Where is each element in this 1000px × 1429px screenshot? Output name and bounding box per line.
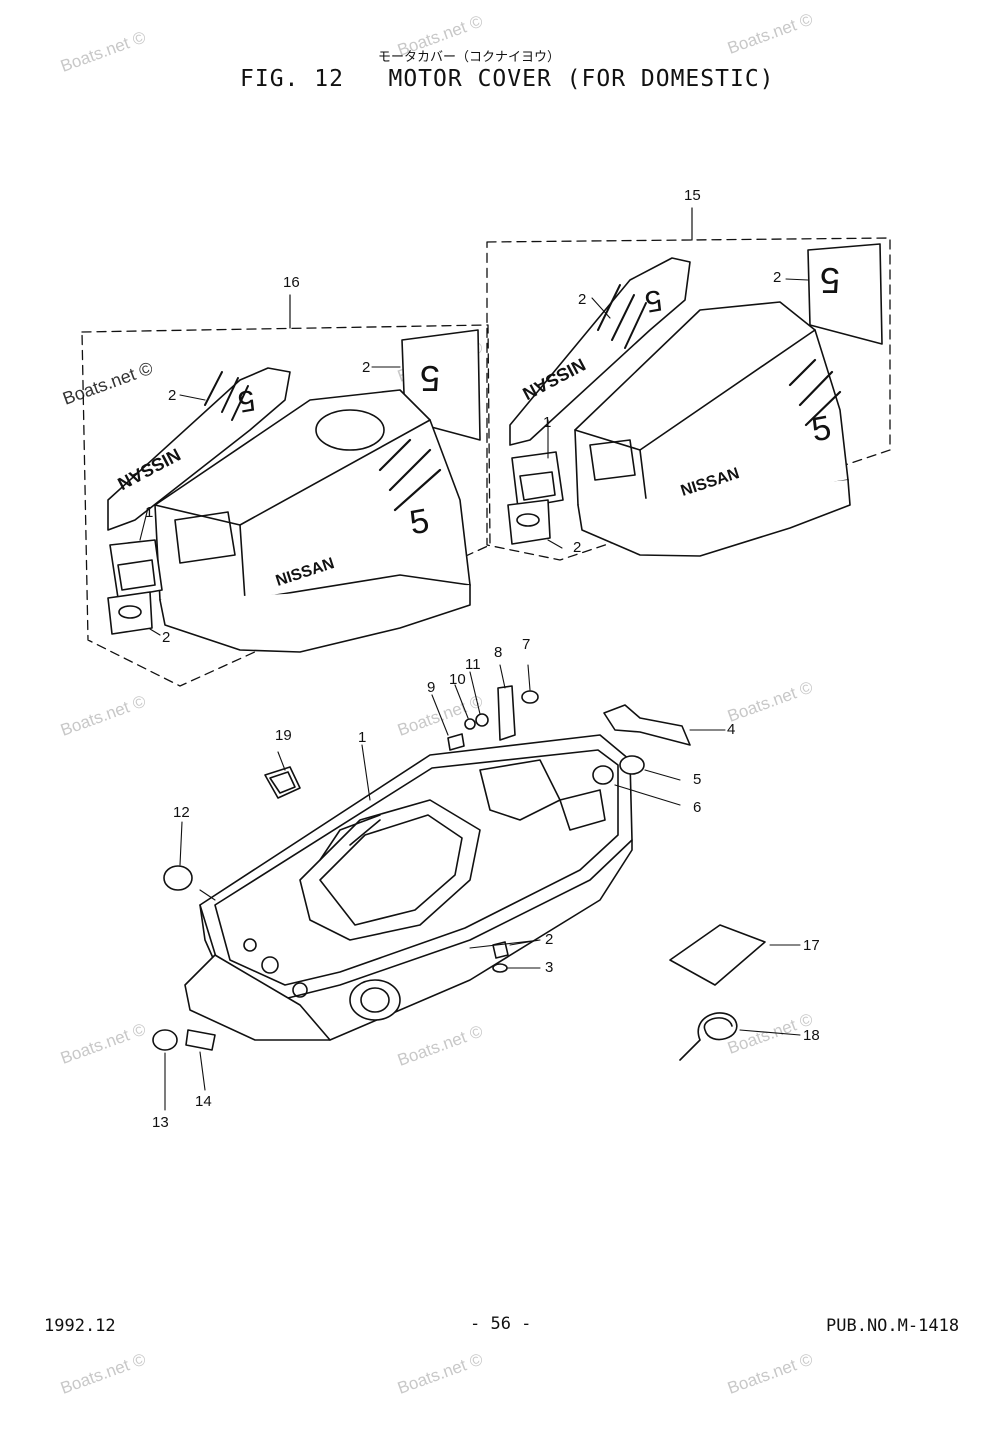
cover-grommet (511, 451, 564, 509)
tray-hole (243, 938, 257, 952)
tray-boss (479, 759, 561, 821)
part-7-clip (521, 690, 539, 704)
part-12-plug (163, 865, 193, 891)
part-9-bolt (447, 733, 465, 751)
leader-lines (139, 366, 401, 636)
tray-port-hole (360, 987, 390, 1013)
part-11-washer (475, 713, 489, 727)
callout-8: 8 (494, 644, 503, 661)
tray-hole (261, 956, 279, 974)
callout-11: 11 (465, 656, 481, 673)
model-5-text: 5 (820, 260, 841, 301)
tray-front-bracket (184, 954, 331, 1041)
callout-2: 2 (578, 291, 587, 308)
part-2-screw (492, 941, 509, 959)
callout-2: 2 (168, 387, 177, 404)
callout-2: 2 (362, 359, 371, 376)
part-19-grommet (264, 766, 301, 799)
grommet-inner (117, 559, 156, 591)
callout-3: 3 (545, 959, 554, 976)
callout-2: 2 (162, 629, 171, 646)
callout-10: 10 (449, 671, 466, 688)
cover-assembly-15 (486, 207, 891, 561)
grommet-inner (519, 471, 556, 501)
part-6-bushing (592, 765, 614, 785)
callout-2: 2 (573, 539, 582, 556)
callout-2: 2 (773, 269, 782, 286)
emblem-mark (516, 513, 540, 527)
tray-ribs (319, 814, 381, 861)
publication-number: PUB.NO.M-1418 (826, 1316, 960, 1336)
part-14-clip (185, 1029, 216, 1051)
callout-17: 17 (803, 937, 820, 954)
callout-14: 14 (195, 1093, 212, 1110)
tray-hole (292, 982, 308, 998)
cover-assembly-16 (81, 294, 491, 687)
callout-12: 12 (173, 804, 190, 821)
callout-1: 1 (145, 504, 154, 521)
tray-mounting-inner (319, 814, 463, 926)
part-3-washer (492, 963, 508, 973)
callout-15: 15 (684, 187, 701, 204)
callout-6: 6 (693, 799, 702, 816)
callout-16: 16 (283, 274, 300, 291)
nissan-side-decal (107, 367, 291, 531)
cover-grommet (109, 539, 163, 599)
top-opening (315, 409, 385, 451)
part-18-spring (679, 1012, 738, 1061)
callout-7: 7 (522, 636, 531, 653)
figure-number: FIG. 12 (240, 66, 344, 92)
model-5-text: 5 (420, 358, 441, 399)
japanese-title: モータカバー（コクナイヨウ） (378, 50, 561, 65)
cover-skirt (159, 584, 471, 653)
part-17-pad (669, 924, 766, 986)
part-13-plug (152, 1029, 178, 1051)
page-number: - 56 - (470, 1314, 532, 1334)
part-8-bracket (497, 685, 516, 741)
part-5-ring (619, 755, 645, 775)
decal-stripes (597, 284, 647, 349)
callout-1: 1 (358, 729, 367, 746)
vent-window (174, 511, 236, 564)
part-19-inner (269, 771, 296, 794)
callout-5: 5 (693, 771, 702, 788)
callout-19: 19 (275, 727, 292, 744)
tray-inner-rim (214, 749, 619, 986)
tray-front-port (349, 979, 401, 1021)
part-10-washer (464, 718, 476, 730)
emblem-mark (118, 605, 142, 619)
figure-title: FIG. 12 MOTOR COVER (FOR DOMESTIC) (240, 66, 775, 92)
small-parts (152, 685, 766, 1061)
cover-skirt (577, 479, 851, 557)
footer-date: 1992.12 (44, 1316, 116, 1336)
emblem-decal (107, 591, 153, 635)
callout-18: 18 (803, 1027, 820, 1044)
callout-1: 1 (543, 414, 552, 431)
lower-motor-cover-tray (184, 734, 633, 1041)
leader-lines (164, 664, 801, 1111)
side-stripes (378, 438, 442, 512)
vent-window (589, 439, 636, 481)
side-stripes (788, 358, 842, 427)
part-4-lever (603, 704, 691, 746)
callout-13: 13 (152, 1114, 169, 1131)
figure-name: MOTOR COVER (FOR DOMESTIC) (388, 66, 775, 92)
emblem-decal (507, 499, 551, 545)
model-5-decal (807, 243, 883, 345)
tray-mounting-frame (299, 799, 481, 941)
callout-2: 2 (545, 931, 554, 948)
callout-4: 4 (727, 721, 736, 738)
cover-edge (239, 524, 471, 601)
tray-boss (559, 789, 606, 831)
leader-lines (547, 278, 809, 549)
decal-stripes (204, 371, 249, 421)
callout-9: 9 (427, 679, 436, 696)
